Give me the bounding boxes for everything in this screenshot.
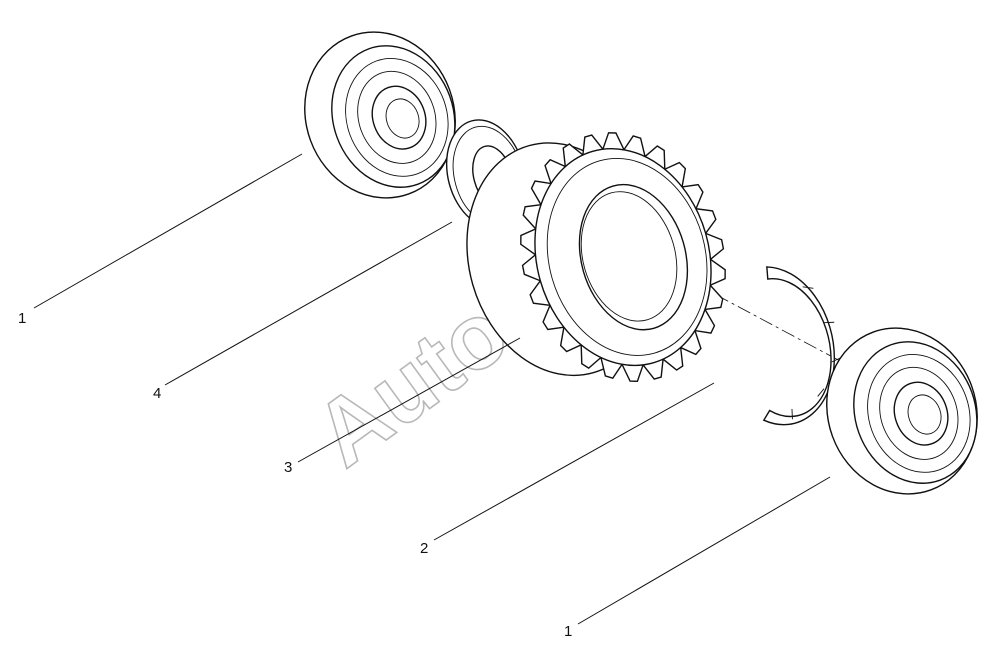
leader-line-3 (297, 337, 521, 463)
leader-line-2 (433, 382, 715, 541)
callout-label-bearing-left: 1 (18, 310, 26, 327)
leader-line-1-left (33, 153, 303, 309)
ball-bearing-left (304, 31, 456, 199)
callout-label-washer: 4 (153, 385, 161, 402)
callout-label-bearing-right: 1 (564, 623, 572, 640)
ball-bearing-right (826, 327, 978, 495)
callout-label-snap-ring: 2 (420, 540, 428, 557)
callout-label-gear: 3 (284, 459, 292, 476)
snap-ring (762, 266, 842, 426)
leader-line-1-right (577, 476, 831, 625)
leader-line-4 (164, 221, 453, 386)
spur-gear (466, 132, 726, 383)
